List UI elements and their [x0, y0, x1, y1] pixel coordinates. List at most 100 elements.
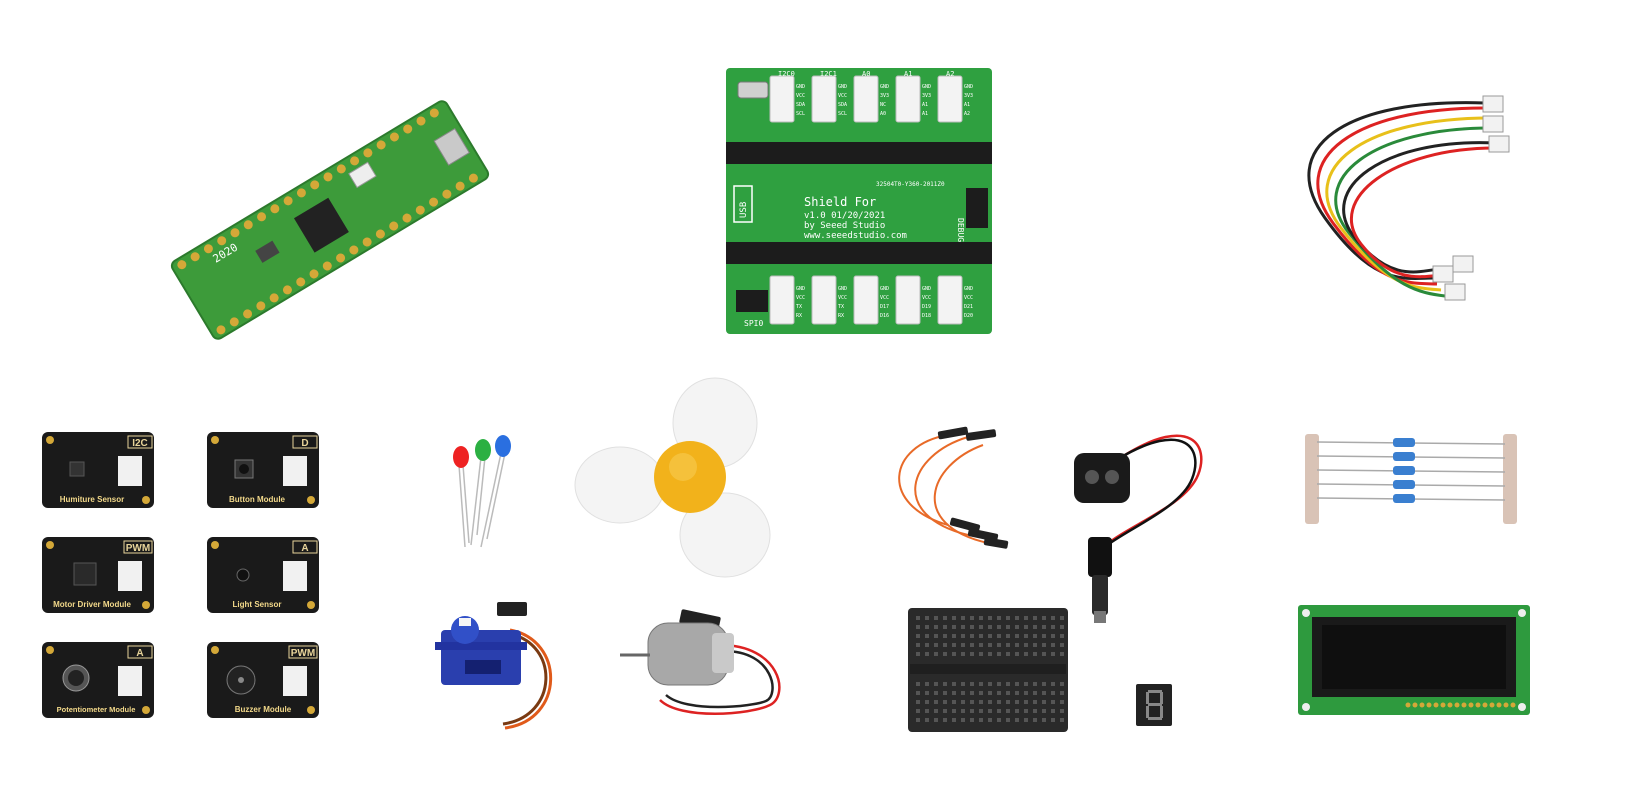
shield-spi-label: SPI0	[744, 319, 763, 328]
pin-label: TX	[796, 304, 802, 310]
breadboard-hole	[925, 625, 929, 629]
dc-motor	[620, 605, 790, 725]
breadboard-hole	[916, 652, 920, 656]
breadboard-hole	[934, 616, 938, 620]
pico-pad	[376, 140, 386, 150]
pin-label: D19	[922, 304, 931, 310]
breadboard-hole	[952, 682, 956, 686]
breadboard-hole	[1042, 652, 1046, 656]
shield-maker: by Seeed Studio	[804, 221, 885, 231]
pin-label: D18	[922, 313, 931, 319]
grove-cables	[1285, 88, 1515, 308]
breadboard-hole	[997, 709, 1001, 713]
breadboard-hole	[1042, 700, 1046, 704]
lcd-pin	[1447, 702, 1453, 708]
lcd-pin	[1433, 702, 1439, 708]
module-tag: D	[301, 438, 308, 449]
resistor-body	[1393, 494, 1415, 503]
breadboard-hole	[1033, 634, 1037, 638]
pin-label: TX	[838, 304, 844, 310]
breadboard-hole	[916, 625, 920, 629]
lcd-pin	[1412, 702, 1418, 708]
breadboard-hole	[997, 643, 1001, 647]
shield-code: 32504T0-Y360-2011Z0	[876, 181, 945, 188]
grove-connector	[937, 275, 963, 325]
breadboard-hole	[916, 616, 920, 620]
breadboard-hole	[988, 616, 992, 620]
breadboard-hole	[1015, 652, 1019, 656]
pico-pad	[243, 220, 253, 230]
breadboard-hole	[1042, 682, 1046, 686]
shield-board-title: Shield For	[804, 195, 876, 209]
breadboard-hole	[925, 709, 929, 713]
pin-label: RX	[796, 313, 802, 319]
breadboard-hole	[979, 718, 983, 722]
module-tag: PWM	[291, 648, 315, 659]
breadboard-hole	[943, 682, 947, 686]
breadboard-hole	[1051, 709, 1055, 713]
pin-label: SCL	[838, 111, 847, 117]
connector-header-label: I2C1	[820, 70, 837, 78]
pin-label: 3V3	[922, 93, 931, 99]
connector-header-label: A0	[862, 70, 870, 78]
breadboard-hole	[916, 718, 920, 722]
pin-label: D21	[964, 304, 973, 310]
breadboard-hole	[1024, 634, 1028, 638]
breadboard-hole	[961, 625, 965, 629]
grove-connector	[853, 275, 879, 325]
pin-label: A0	[880, 111, 886, 117]
breadboard-hole	[1006, 682, 1010, 686]
breadboard-hole	[1042, 718, 1046, 722]
breadboard-hole	[943, 643, 947, 647]
breadboard-hole	[952, 700, 956, 704]
breadboard-hole	[1060, 718, 1064, 722]
pico-pad	[257, 212, 267, 222]
breadboard-hole	[952, 691, 956, 695]
breadboard-hole	[988, 700, 992, 704]
breadboard-hole	[979, 691, 983, 695]
breadboard-hole	[1033, 643, 1037, 647]
breadboard-hole	[952, 718, 956, 722]
module-tag: A	[136, 648, 143, 659]
breadboard-hole	[1033, 691, 1037, 695]
grove-connector	[769, 75, 795, 123]
breadboard-hole	[925, 643, 929, 647]
breadboard-hole	[970, 682, 974, 686]
breadboard-hole	[1024, 643, 1028, 647]
breadboard-hole	[934, 709, 938, 713]
breadboard-hole	[1015, 634, 1019, 638]
resistor-body	[1393, 452, 1415, 461]
breadboard-hole	[997, 718, 1001, 722]
breadboard-hole	[1060, 634, 1064, 638]
breadboard-hole	[988, 709, 992, 713]
breadboard-hole	[988, 691, 992, 695]
breadboard-hole	[943, 700, 947, 704]
pin-label: GND	[922, 286, 931, 292]
breadboard-hole	[952, 709, 956, 713]
breadboard-hole	[934, 718, 938, 722]
shield-version: v1.0 01/20/2021	[804, 211, 885, 221]
breadboard-hole	[1006, 625, 1010, 629]
lcd-1602-module	[1298, 605, 1530, 715]
mini-breadboard	[908, 608, 1068, 732]
breadboard-hole	[1024, 652, 1028, 656]
grove-connector	[769, 275, 795, 325]
pin-label: SDA	[838, 102, 847, 108]
pico-pad	[309, 269, 319, 279]
pin-label: GND	[964, 286, 973, 292]
pico-pad	[389, 221, 399, 231]
breadboard-hole	[961, 691, 965, 695]
lcd-pin	[1405, 702, 1411, 708]
pin-label: GND	[838, 286, 847, 292]
breadboard-hole	[988, 643, 992, 647]
breadboard-hole	[970, 634, 974, 638]
pin-label: GND	[796, 286, 805, 292]
breadboard-hole	[943, 709, 947, 713]
breadboard-hole	[952, 634, 956, 638]
breadboard-hole	[1051, 616, 1055, 620]
module-name: Buzzer Module	[235, 705, 292, 714]
resistor-body	[1393, 438, 1415, 447]
pin-label: VCC	[796, 295, 805, 301]
pico-pad	[455, 181, 465, 191]
